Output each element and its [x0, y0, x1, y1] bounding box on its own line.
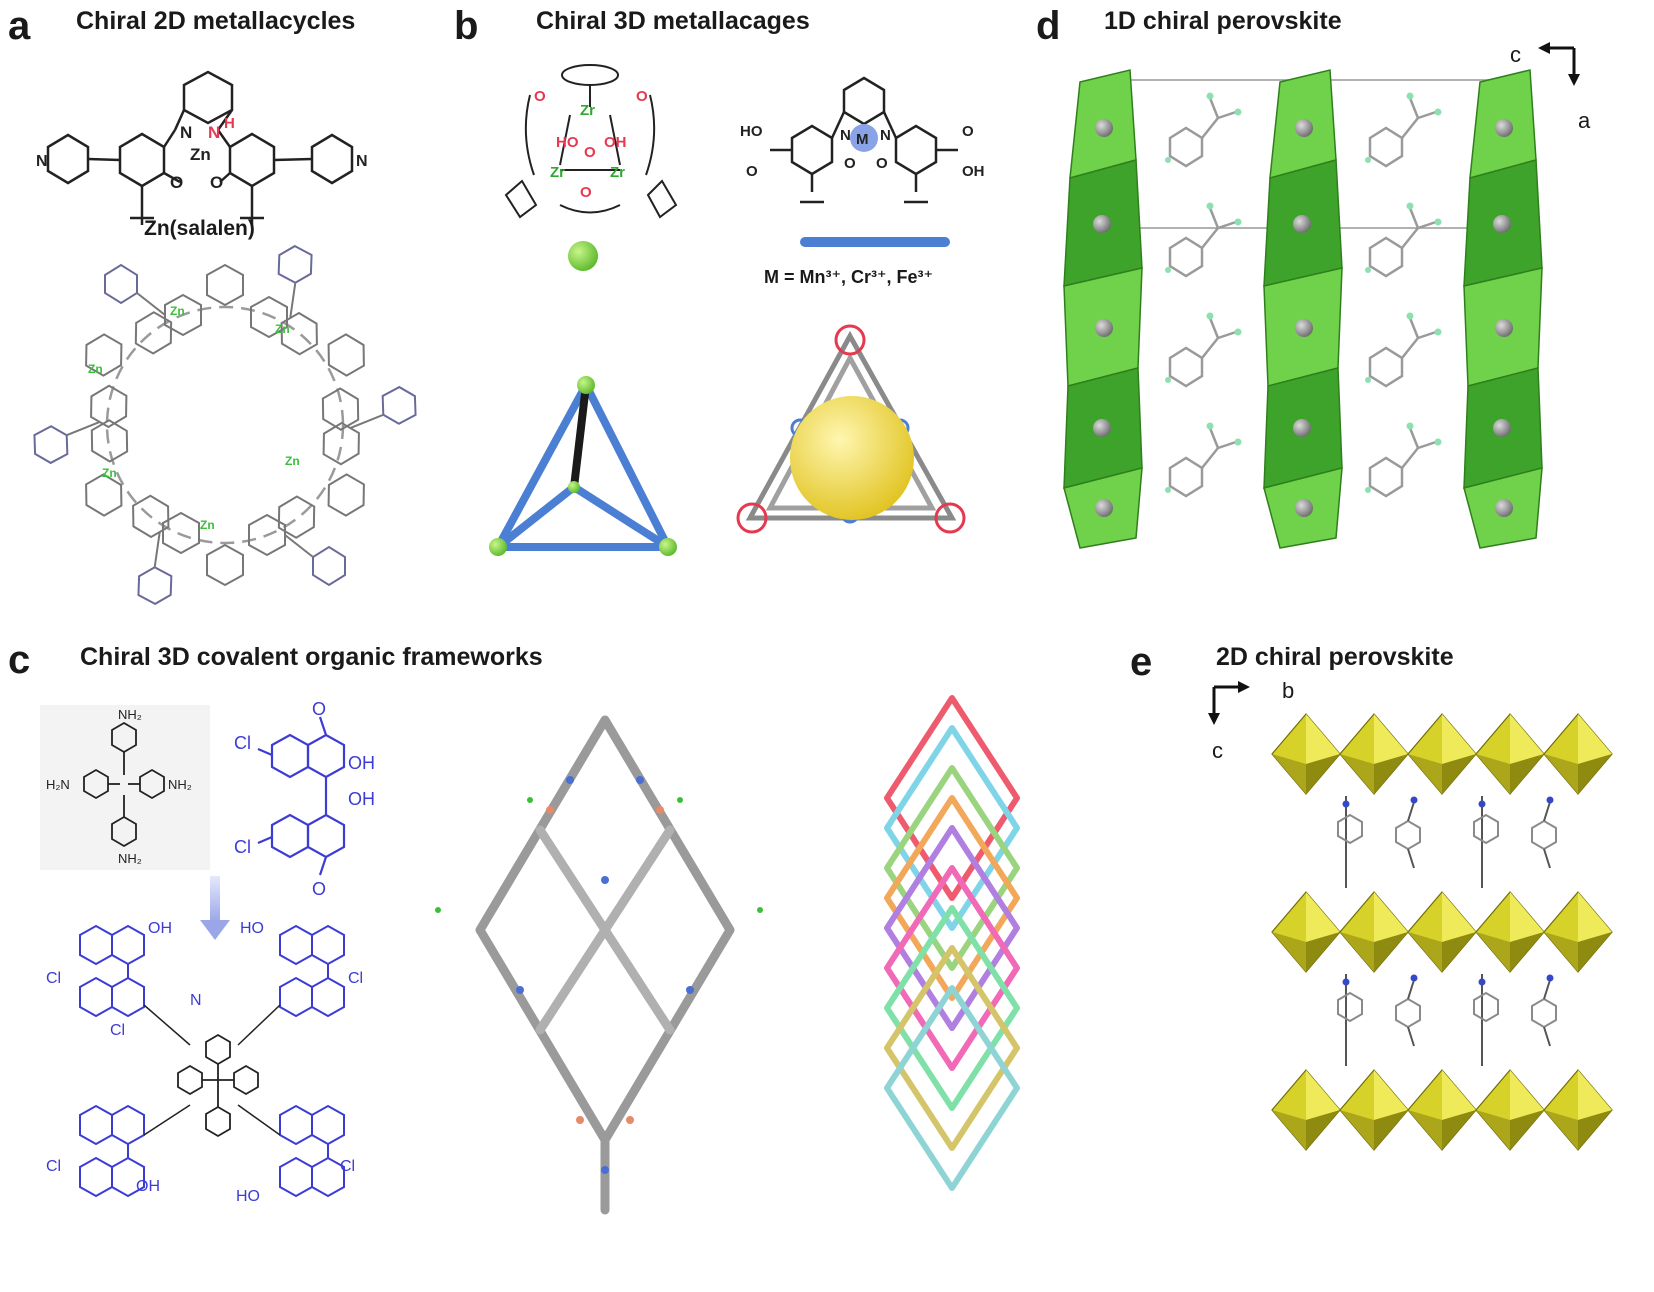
- cof-oh-2: OH: [136, 1178, 160, 1195]
- cof-interpenetration-view: [884, 695, 1020, 1191]
- panel-e-letter: e: [1130, 640, 1153, 684]
- o-atom-right: O: [210, 173, 223, 192]
- zn-ring-5: Zn: [102, 466, 117, 480]
- cof-repeat-unit: Cl Cl OH Cl HO Cl OH Cl HO N: [46, 920, 363, 1205]
- panel-d-letter: d: [1036, 4, 1061, 48]
- nh2-top: NH₂: [118, 707, 142, 722]
- panel-d-title: 1D chiral perovskite: [1104, 7, 1342, 35]
- zn-ring-6: Zn: [200, 518, 215, 532]
- o-bottom: O: [312, 879, 326, 899]
- cof-cl-3: Cl: [348, 970, 363, 987]
- cof-ho-2: HO: [236, 1188, 260, 1205]
- cof-n-1: N: [190, 992, 202, 1009]
- zn-ring-3: Zn: [88, 362, 103, 376]
- binaphthol-dialdehyde-monomer: O O Cl Cl OH OH: [234, 699, 375, 899]
- o-center-atom: O: [584, 144, 596, 161]
- o-acid-right: O: [962, 123, 974, 140]
- axis-indicator-d: [1538, 42, 1580, 86]
- panel-b-letter: b: [454, 4, 479, 48]
- oh-top: OH: [348, 753, 375, 773]
- o-right-atom: O: [636, 88, 648, 105]
- cof-cl-5: Cl: [340, 1158, 355, 1175]
- ho-atom: HO: [556, 134, 579, 151]
- o-salen-right: O: [876, 155, 888, 172]
- cof-cl-1: Cl: [46, 970, 61, 987]
- metallacage-crystal: [736, 324, 966, 534]
- panel-c-title: Chiral 3D covalent organic frameworks: [80, 643, 543, 671]
- zn-salalen-structure: N Zn N H O O N N: [36, 70, 368, 225]
- zr-atom-top: Zr: [580, 102, 595, 119]
- cof-cl-4: Cl: [46, 1158, 61, 1175]
- zn-ring-1: Zn: [170, 304, 185, 318]
- cof-oh-1: OH: [148, 920, 172, 937]
- tetrahedron-topology: [489, 376, 677, 556]
- metallacycle-ring: Zn Zn Zn Zn Zn Zn: [25, 240, 425, 610]
- cof-framework-view: [435, 715, 763, 1215]
- axis-indicator-e: [1208, 681, 1250, 725]
- linker-rod: [800, 237, 950, 247]
- panel-a-title: Chiral 2D metallacycles: [76, 7, 356, 35]
- axis-label-c-e: c: [1212, 738, 1223, 763]
- o-acid-left: O: [746, 163, 758, 180]
- o-top: O: [312, 699, 326, 719]
- panel-c-letter: c: [8, 638, 31, 682]
- cl-bottom: Cl: [234, 837, 251, 857]
- n-atom-left: N: [180, 123, 192, 142]
- o-bottom-atom: O: [580, 184, 592, 201]
- zr-atom-left: Zr: [550, 164, 565, 181]
- zr-atom-right: Zr: [610, 164, 625, 181]
- nh-atom: N: [208, 123, 220, 142]
- pyridine-n-right: N: [356, 153, 368, 170]
- panel-e-title: 2D chiral perovskite: [1216, 643, 1454, 671]
- axis-label-a-d: a: [1578, 108, 1591, 133]
- o-atom-left: O: [170, 173, 183, 192]
- metal-label: M = Mn³⁺, Cr³⁺, Fe³⁺: [764, 267, 933, 287]
- pyridine-n-left: N: [36, 153, 48, 170]
- o-salen-left: O: [844, 155, 856, 172]
- perovskite-2d-structure: [1271, 713, 1613, 1232]
- reaction-arrow: [200, 876, 230, 940]
- axis-label-c-d: c: [1510, 42, 1521, 67]
- oh-atom: OH: [604, 134, 627, 151]
- m-atom: M: [856, 131, 869, 148]
- h2n-left: H₂N: [46, 777, 70, 792]
- axis-label-b-e: b: [1282, 678, 1295, 703]
- nh2-right: NH₂: [168, 777, 192, 792]
- n-salen-left: N: [840, 127, 851, 144]
- zr-node-sphere: [568, 241, 598, 271]
- oh-bottom: OH: [348, 789, 375, 809]
- perovskite-1d-structure: [1063, 69, 1543, 549]
- zn-atom: Zn: [190, 145, 211, 164]
- zn-ring-2: Zn: [275, 322, 290, 336]
- zn-salalen-caption: Zn(salalen): [144, 217, 255, 240]
- ho-acid-left: HO: [740, 123, 763, 140]
- cof-cl-2: Cl: [110, 1022, 125, 1039]
- cl-top: Cl: [234, 733, 251, 753]
- tetraamine-monomer: NH₂ NH₂ H₂N NH₂: [40, 705, 210, 870]
- zn-ring-4: Zn: [285, 454, 300, 468]
- n-salen-right: N: [880, 127, 891, 144]
- nh2-bottom: NH₂: [118, 851, 142, 866]
- oh-acid-right: OH: [962, 163, 985, 180]
- panel-a-letter: a: [8, 4, 31, 48]
- h-atom: H: [224, 115, 235, 132]
- zr-cluster-structure: Zr Zr Zr HO OH O O O O: [504, 64, 678, 219]
- cof-ho-1: HO: [240, 920, 264, 937]
- o-left-atom: O: [534, 88, 546, 105]
- panel-b-title: Chiral 3D metallacages: [536, 7, 810, 35]
- salen-linker-structure: M HO O O OH N N O O: [740, 76, 985, 204]
